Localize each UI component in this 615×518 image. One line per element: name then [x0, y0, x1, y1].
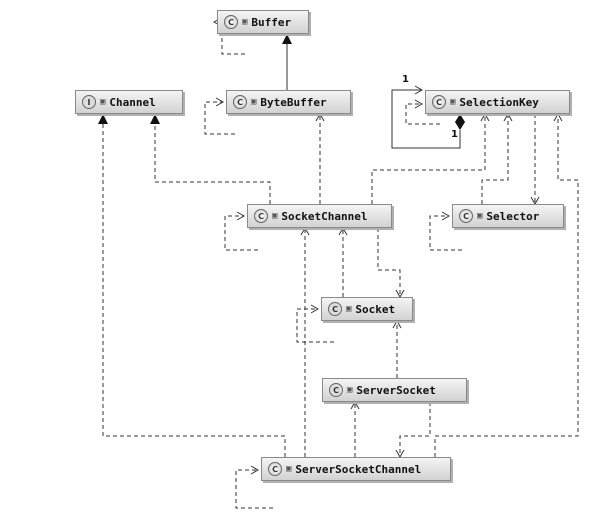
node-serversocketchannel-label: ServerSocketChannel	[295, 462, 422, 476]
class-badge-icon: C	[268, 462, 282, 476]
lock-icon: ▣	[286, 464, 292, 474]
class-badge-icon: C	[329, 383, 343, 397]
node-serversocket[interactable]: C ▣ ServerSocket	[322, 378, 467, 402]
node-channel[interactable]: I ▣ Channel	[75, 90, 183, 114]
class-badge-icon: C	[459, 209, 473, 223]
class-badge-icon: C	[254, 209, 268, 223]
node-buffer[interactable]: C ▣ Buffer	[217, 10, 309, 34]
node-socket-label: Socket	[355, 302, 396, 316]
selector-self-loop	[429, 211, 462, 251]
selector-uses-selectionkey	[481, 112, 513, 204]
lock-icon: ▣	[450, 97, 456, 107]
multiplicity-right: 1	[451, 129, 458, 140]
serversocketchannel-self-loop	[235, 465, 273, 509]
node-socket[interactable]: C ▣ Socket	[321, 297, 413, 321]
node-serversocketchannel[interactable]: C ▣ ServerSocketChannel	[261, 457, 451, 481]
lock-icon: ▣	[100, 97, 106, 107]
socket-self-loop	[296, 304, 334, 343]
node-channel-label: Channel	[109, 95, 156, 109]
node-buffer-label: Buffer	[251, 15, 292, 29]
lock-icon: ▣	[242, 17, 248, 27]
serversocket-to-serversocketchannel	[395, 402, 431, 459]
interface-badge-icon: I	[82, 95, 96, 109]
class-badge-icon: C	[233, 95, 247, 109]
socketchannel-uses-selectionkey	[371, 112, 490, 204]
node-serversocket-label: ServerSocket	[356, 383, 436, 397]
composition-diamond-icon	[455, 114, 465, 130]
serversocketchannel-uses-selectionkey	[434, 112, 579, 457]
selectionkey-self-association	[391, 85, 461, 149]
lock-icon: ▣	[477, 211, 483, 221]
multiplicity-left: 1	[402, 74, 409, 85]
lock-icon: ▣	[272, 211, 278, 221]
node-bytebuffer-label: ByteBuffer	[260, 95, 327, 109]
socketchannel-self-loop	[224, 211, 258, 251]
node-selector[interactable]: C ▣ Selector	[452, 204, 564, 228]
node-selectionkey-label: SelectionKey	[459, 95, 539, 109]
node-selector-label: Selector	[486, 209, 540, 223]
class-badge-icon: C	[432, 95, 446, 109]
class-badge-icon: C	[328, 302, 342, 316]
bytebuffer-self-loop	[204, 97, 235, 135]
lock-icon: ▣	[251, 97, 257, 107]
node-bytebuffer[interactable]: C ▣ ByteBuffer	[226, 90, 351, 114]
socketchannel-implements-channel	[150, 114, 271, 204]
lock-icon: ▣	[347, 385, 353, 395]
socketchannel-uses-socket	[377, 228, 405, 299]
selectionkey-self-loop-inner	[405, 99, 440, 125]
node-socketchannel[interactable]: C ▣ SocketChannel	[247, 204, 392, 228]
node-socketchannel-label: SocketChannel	[281, 209, 368, 223]
node-selectionkey[interactable]: C ▣ SelectionKey	[425, 90, 570, 114]
lock-icon: ▣	[346, 304, 352, 314]
serversocketchannel-implements-channel	[98, 114, 286, 457]
class-badge-icon: C	[224, 15, 238, 29]
